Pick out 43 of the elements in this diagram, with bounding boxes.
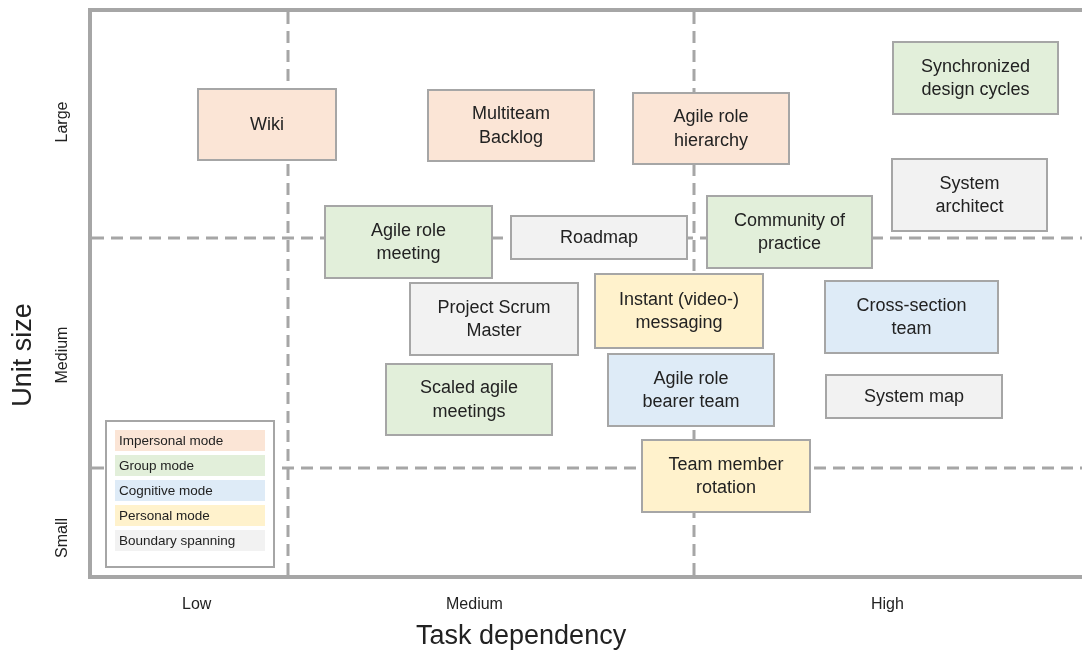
practice-box [824,280,999,354]
practice-box [706,195,873,269]
practice-box [825,374,1003,419]
box-text: Cross-section team [855,293,968,340]
practice-box [409,282,579,356]
box-text: Community of practice [732,208,846,255]
practice-box [324,205,493,279]
practice-box [891,158,1048,232]
box-text: Agile role bearer team [641,366,741,413]
box-text: Agile role hierarchy [672,105,750,152]
practice-box [197,88,337,161]
box-text: Synchronized design cycles [919,54,1032,101]
practice-box [594,273,764,349]
legend-swatch: Personal mode [115,505,265,526]
box-text: Multiteam Backlog [471,102,551,149]
axis-tick-label: Low [182,595,212,613]
legend-swatch: Cognitive mode [115,480,265,501]
practice-box [385,363,553,436]
legend-swatch: Boundary spanning [115,530,265,551]
axis-title: Unit size [6,303,38,407]
practice-box [641,439,811,513]
practice-box [510,215,688,260]
box-text: Instant (video-) messaging [617,287,741,334]
box-text: Scaled agile meetings [418,376,520,423]
practice-box [427,89,595,162]
box-text: Team member rotation [667,452,785,499]
practice-box [892,41,1059,115]
practice-box [607,353,775,427]
axis-tick-label: Medium [446,595,503,613]
box-text: Wiki [250,112,284,136]
axis-tick-label: High [871,595,904,613]
box-text: Agile role meeting [369,218,447,265]
box-text: Project Scrum Master [436,295,552,342]
axis-tick-label: Large [53,101,71,143]
practice-box [632,92,790,165]
box-text: System architect [934,171,1005,218]
legend-swatch: Group mode [115,455,265,476]
legend-swatch: Impersonal mode [115,430,265,451]
axis-title: Task dependency [416,620,627,651]
box-text: System map [864,384,964,408]
axis-tick-label: Small [53,518,71,558]
box-text: Roadmap [559,225,638,249]
axis-tick-label: Medium [53,326,71,384]
